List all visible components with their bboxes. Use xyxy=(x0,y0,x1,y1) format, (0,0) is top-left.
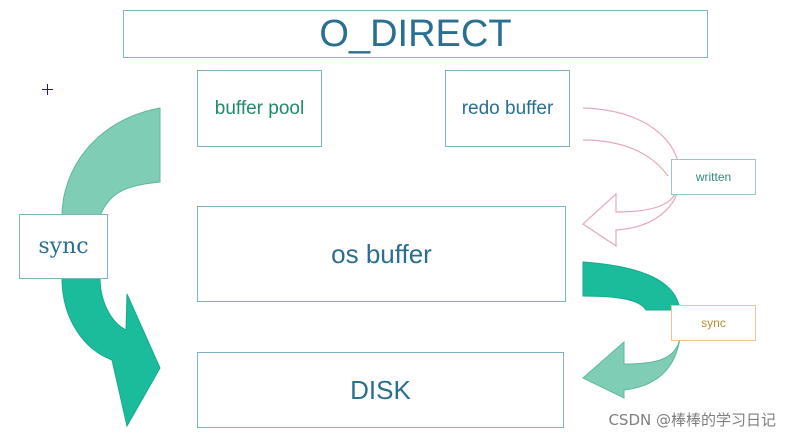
os-buffer-node: os buffer xyxy=(197,206,566,302)
disk-label: DISK xyxy=(350,374,411,405)
buffer-pool-label: buffer pool xyxy=(214,97,305,119)
disk-node: DISK xyxy=(197,352,564,428)
written-label-box: written xyxy=(671,159,756,195)
os-buffer-label: os buffer xyxy=(331,238,432,269)
right-arrow-upper xyxy=(582,261,681,311)
written-arrow-inner xyxy=(582,139,669,177)
redo-buffer-node: redo buffer xyxy=(445,70,570,147)
buffer-pool-node: buffer pool xyxy=(197,70,322,147)
diagram-title: O_DIRECT xyxy=(319,12,512,55)
sync-label-box-right: sync xyxy=(671,305,756,341)
written-label: written xyxy=(695,170,732,184)
crosshair-cursor-icon xyxy=(42,84,53,95)
sync-label-box-left: sync xyxy=(19,214,108,279)
redo-buffer-label: redo buffer xyxy=(461,97,554,119)
written-arrow xyxy=(582,107,681,248)
left-arrow-upper xyxy=(61,107,161,217)
sync-label-left: sync xyxy=(38,234,89,259)
left-arrow-lower xyxy=(61,277,161,428)
sync-label-right: sync xyxy=(701,316,726,330)
title-box: O_DIRECT xyxy=(123,10,708,58)
right-arrow-lower xyxy=(582,337,681,399)
watermark-text: CSDN @棒棒的学习日记 xyxy=(608,411,776,429)
